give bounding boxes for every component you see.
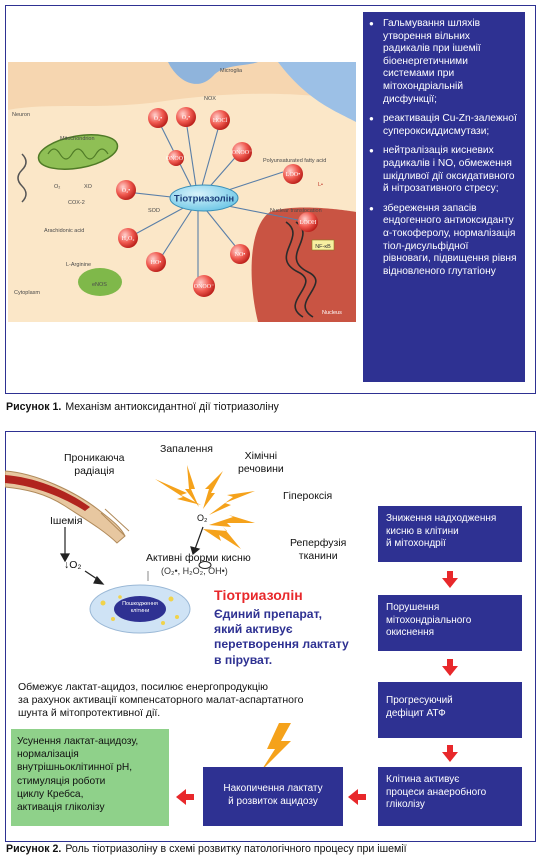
radical-bubble: ONOO⁻	[193, 275, 215, 297]
radical-bubble: H₂O₂	[118, 228, 138, 248]
figure-1-caption: Рисунок 1.Механізм антиоксидантної дії т…	[6, 401, 279, 413]
mechanism-item: реактивація Cu-Zn-залежної супероксиддис…	[369, 113, 517, 138]
radical-bubble: O₂•	[148, 108, 168, 128]
tiotriazolin-center	[169, 184, 239, 212]
svg-text:HOCl: HOCl	[213, 118, 228, 124]
label-arachidonic: Arachidonic acid	[44, 228, 84, 234]
label-cox2: COX-2	[68, 200, 85, 206]
microglia-process	[278, 62, 356, 122]
mechanism-panel: Гальмування шляхів утворення вільних рад…	[363, 12, 525, 382]
mitochondrion-icon	[37, 134, 119, 170]
svg-text:LOO•: LOO•	[286, 172, 300, 178]
figure-2-caption: Рисунок 2.Роль тіотриазоліну в схемі роз…	[6, 843, 407, 855]
svg-text:HO•: HO•	[151, 260, 162, 266]
factor-chemicals: Хімічні речовини	[238, 450, 284, 475]
svg-text:ONOO⁻: ONOO⁻	[166, 156, 187, 162]
nfkb-badge	[311, 239, 335, 251]
step-anaerobic-glycolysis: Клітина активує процеси анаеробного глік…	[378, 767, 522, 826]
radical-bubble: O₂•	[176, 107, 196, 127]
o2-center: O₂	[197, 513, 208, 523]
radical-bubble: ONOO⁻	[166, 150, 187, 166]
label-xo: XO	[84, 184, 93, 190]
svg-text:H₂O₂: H₂O₂	[122, 236, 135, 242]
svg-text:LOOH: LOOH	[300, 220, 317, 226]
figure-1-caption-text: Механізм антиоксидантної дії тіотриазолі…	[65, 401, 279, 413]
svg-text:O₂•: O₂•	[154, 116, 163, 122]
ischemia-scheme-drawing	[5, 465, 291, 771]
cell-nucleus-icon	[114, 596, 166, 622]
blood-flow-icon	[5, 475, 90, 511]
cell-label: Пошкодження клітини	[122, 601, 158, 614]
radical-bubble: LOOH	[298, 212, 318, 232]
factor-reperfusion: Реперфузія тканини	[290, 537, 347, 562]
label-cytoplasm: Cytoplasm	[14, 290, 40, 296]
factor-ischemia: Ішемія	[50, 515, 83, 527]
factor-radiation: Проникаюча радіація	[64, 452, 125, 477]
radical-bubble: HOCl	[210, 110, 230, 130]
factor-hyperoxia: Гіпероксія	[283, 490, 333, 502]
nfkb-label: NF-κB	[315, 244, 331, 250]
label-polyunsaturated: Polyunsaturated fatty acid	[263, 158, 326, 164]
step-oxygen-reduction: Зниження надходження кисню в клітини й м…	[378, 506, 522, 562]
radical-bubble: LOO•	[283, 164, 303, 184]
label-sod: SOD	[148, 208, 160, 214]
microglia-region	[8, 62, 356, 110]
label-larginine: L-Arginine	[66, 262, 91, 268]
drug-name: Тіотриазолін	[214, 587, 303, 603]
label-nuclear-translocation: Nuclear translocation	[270, 208, 322, 214]
mechanism-item: збереження запасів ендогенного антиоксид…	[369, 203, 517, 279]
svg-text:ONOO⁻: ONOO⁻	[194, 284, 215, 290]
ros-formula: (O₂•, H₂O₂, OH•)	[161, 566, 228, 576]
label-mitochondrion: Mitochondrion	[60, 136, 95, 142]
svg-text:ONOO⁻: ONOO⁻	[232, 150, 253, 156]
radiation-bolts-icon	[155, 465, 255, 549]
label-neuron: Neuron	[12, 112, 30, 118]
center-label: Тіотриазолін	[174, 194, 234, 205]
label-nox: NOX	[204, 96, 216, 102]
label-enos: eNOS	[92, 282, 107, 288]
svg-text:O₂•: O₂•	[182, 115, 191, 121]
o2-decrease: ↓O₂	[64, 559, 82, 571]
factor-inflammation: Запалення	[160, 443, 213, 455]
radical-bubble: ONOO⁻	[232, 142, 253, 162]
green-outcome-box: Усунення лактат-ацидозу, нормалізація вн…	[11, 729, 169, 826]
lactate-accumulation-box: Накопичення лактату й розвиток ацидозу	[203, 767, 343, 826]
label-lipid-radical: L•	[318, 182, 323, 188]
mechanism-item: нейтралізація кисневих радикалів і NO, о…	[369, 145, 517, 195]
antioxidant-mechanism-diagram: O₂• O₂• HOCl ONOO⁻ LOO• LOOH O₂• H₂O₂ HO…	[8, 62, 356, 322]
vessel-icon	[5, 470, 126, 544]
arrow-left-icon	[348, 789, 366, 805]
svg-text:O₂•: O₂•	[122, 188, 131, 194]
mechanism-item: Гальмування шляхів утворення вільних рад…	[369, 18, 517, 106]
figure-2-caption-text: Роль тіотриазоліну в схемі розвитку пато…	[65, 843, 407, 855]
lightning-icon	[261, 723, 291, 771]
arrow-down-icon	[442, 745, 458, 762]
arrow-left-icon	[176, 789, 194, 805]
figure-1-caption-label: Рисунок 1.	[6, 401, 62, 413]
step-atp-deficit: Прогресуючий дефіцит АТФ	[378, 682, 522, 738]
drug-description: Єдиний препарат, який активує перетворен…	[214, 607, 349, 667]
arrow-down-icon	[442, 571, 458, 588]
arrow-down-icon	[442, 659, 458, 676]
o2-ring-icon	[198, 561, 212, 569]
step-mito-oxidation: Порушення мітохондріального окиснення	[378, 595, 522, 651]
label-o2: O₂	[54, 184, 60, 190]
radical-bubble: O₂•	[116, 180, 136, 200]
enos-blob	[78, 268, 122, 296]
ros-title: Активні форми кисню	[146, 552, 251, 564]
radical-bubble: NO•	[230, 244, 250, 264]
limits-text: Обмежує лактат-ацидоз, посилює енергопро…	[18, 681, 304, 719]
label-microglia: Microglia	[220, 68, 243, 74]
radical-bubble: HO•	[146, 252, 166, 272]
microglia-cell	[168, 62, 258, 84]
svg-text:NO•: NO•	[235, 252, 246, 258]
label-nucleus: Nucleus	[322, 310, 342, 316]
figure-2-caption-label: Рисунок 2.	[6, 843, 62, 855]
nucleus-region	[251, 207, 356, 322]
